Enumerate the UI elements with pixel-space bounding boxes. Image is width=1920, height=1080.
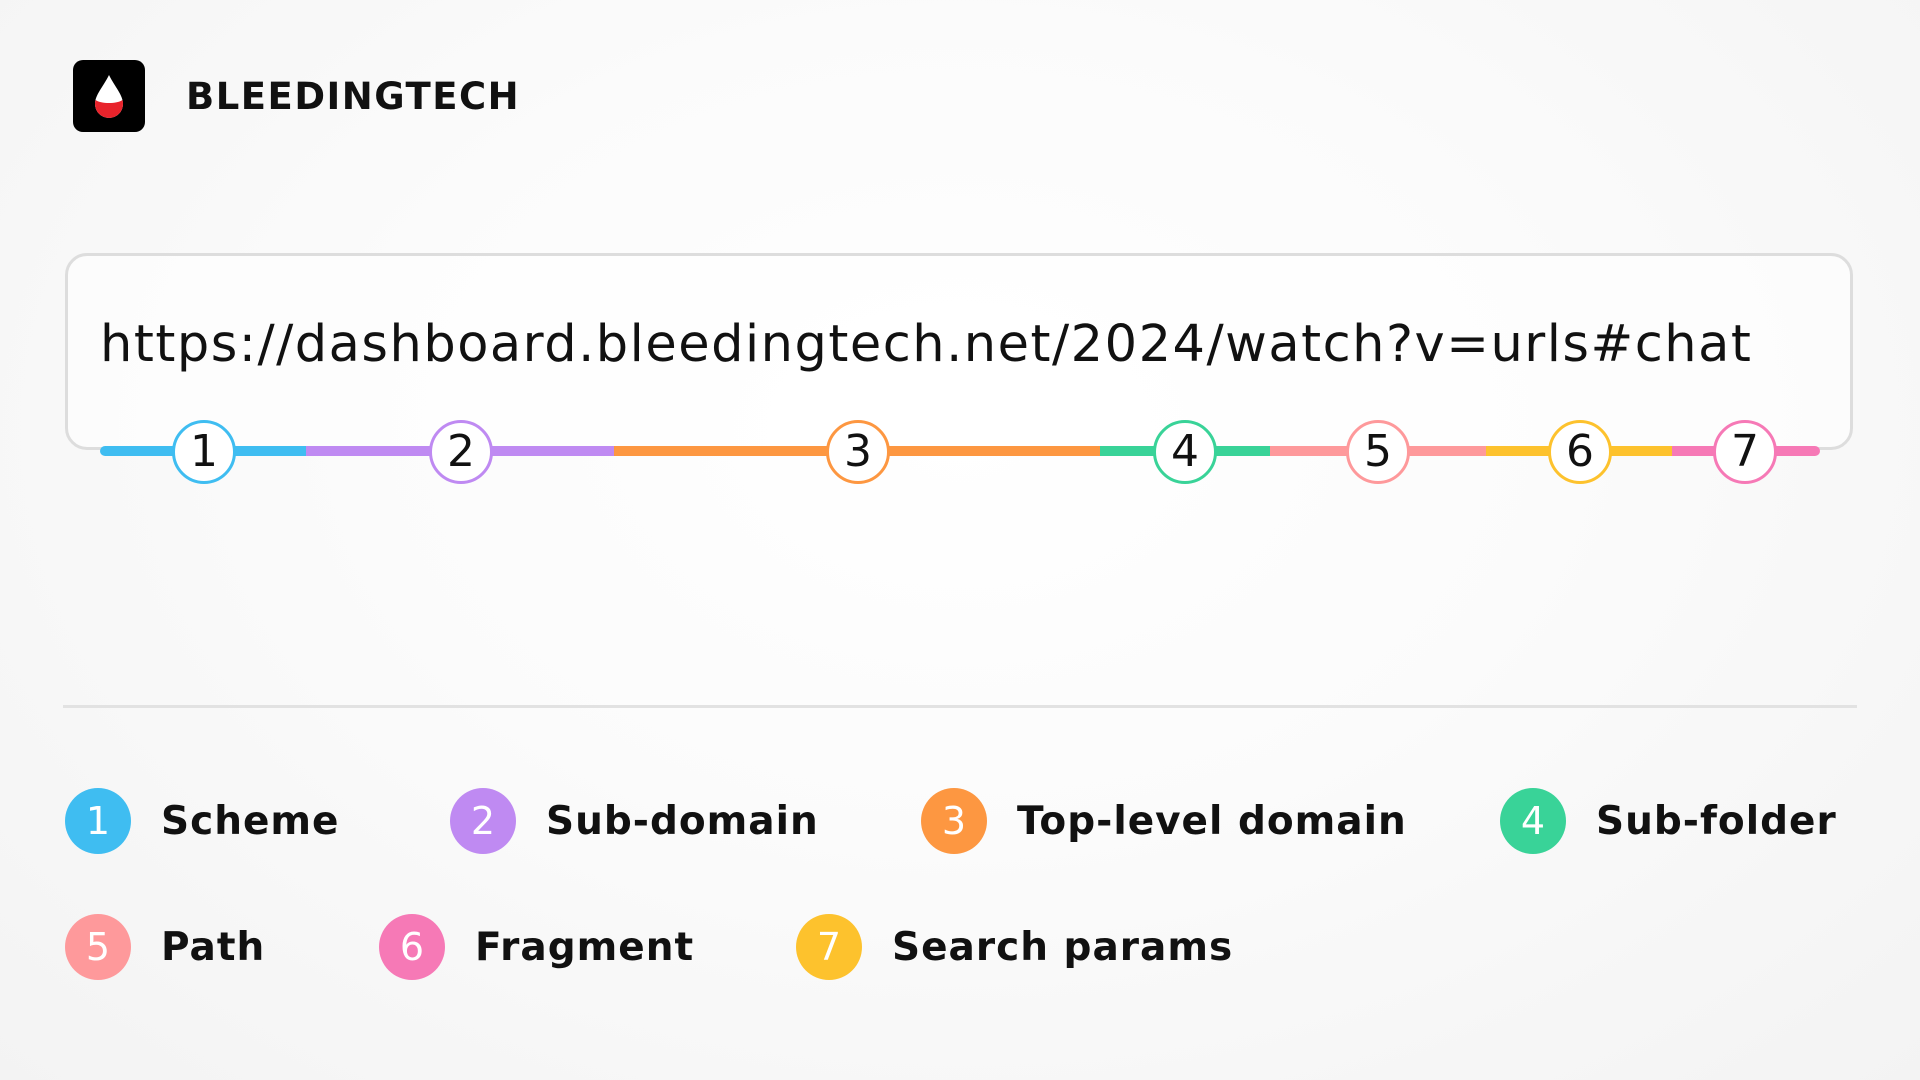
legend-label: Search params [892, 924, 1234, 970]
legend-number-badge: 1 [65, 788, 131, 854]
legend-item-top-level-domain: 3 Top-level domain [921, 788, 1407, 854]
legend-item-scheme: 1 Scheme [65, 788, 340, 854]
legend-item-sub-folder: 4 Sub-folder [1500, 788, 1837, 854]
divider [63, 705, 1857, 708]
url-text: https://dashboard.bleedingtech.net/2024/… [100, 315, 1753, 374]
header: BLEEDINGTECH [73, 60, 519, 132]
legend-number-badge: 4 [1500, 788, 1566, 854]
legend-item-fragment: 6 Fragment [379, 914, 694, 980]
legend-label: Path [161, 924, 266, 970]
legend-item-search-params: 7 Search params [796, 914, 1233, 980]
legend-label: Fragment [475, 924, 695, 970]
brand-name: BLEEDINGTECH [186, 74, 521, 118]
legend-number-badge: 2 [450, 788, 516, 854]
legend-number-badge: 5 [65, 914, 131, 980]
legend-label: Sub-folder [1596, 798, 1837, 844]
legend-label: Scheme [161, 798, 340, 844]
legend-label: Sub-domain [546, 798, 819, 844]
blood-drop-icon [95, 75, 123, 118]
legend-number-badge: 7 [796, 914, 862, 980]
logo [73, 60, 145, 132]
legend-item-sub-domain: 2 Sub-domain [450, 788, 819, 854]
legend-item-path: 5 Path [65, 914, 265, 980]
legend-number-badge: 3 [921, 788, 987, 854]
legend-number-badge: 6 [379, 914, 445, 980]
legend-label: Top-level domain [1017, 798, 1407, 844]
